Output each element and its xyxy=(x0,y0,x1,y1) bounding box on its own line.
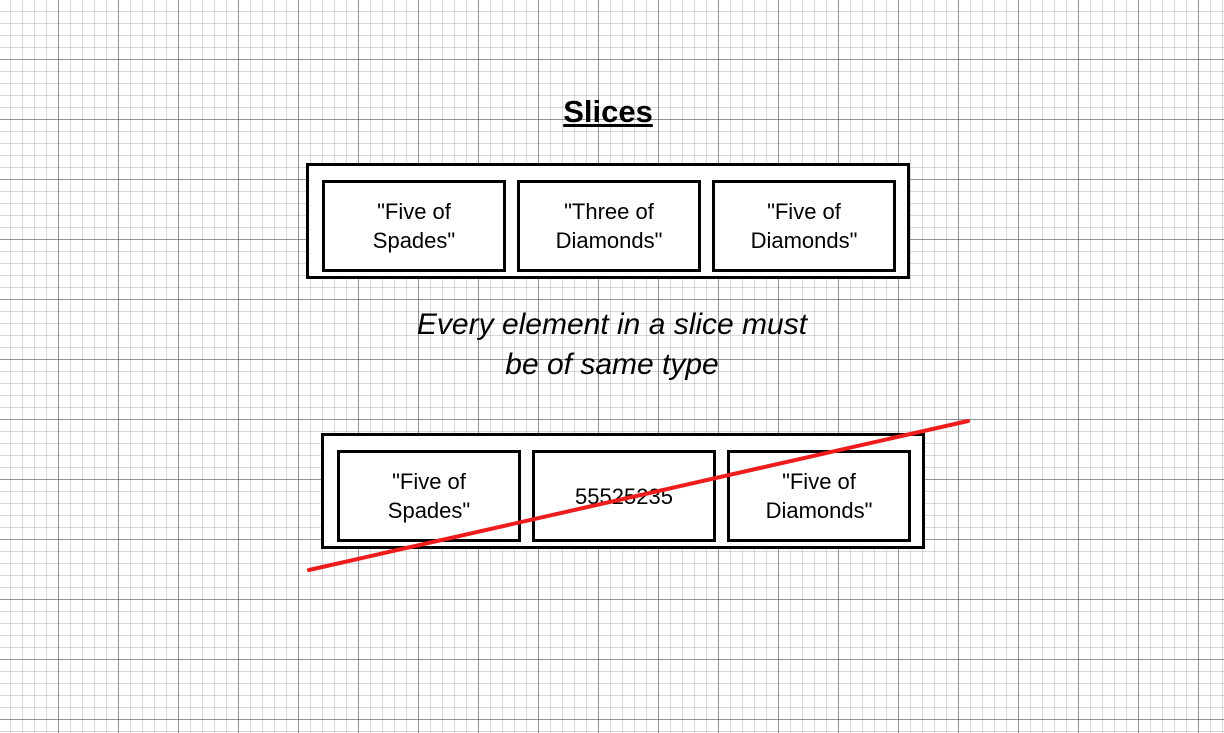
slice-element: "Three of Diamonds" xyxy=(517,180,701,272)
slice-element: "Five of Diamonds" xyxy=(712,180,896,272)
slice-element: "Five of Spades" xyxy=(322,180,506,272)
diagram-title: Slices xyxy=(563,94,653,129)
rule-caption: Every element in a slice must be of same… xyxy=(416,308,808,381)
slice-element: "Five of Spades" xyxy=(337,450,521,542)
invalid-slice: "Five of Spades" 55525235 "Five of Diamo… xyxy=(321,433,925,549)
slice-element: 55525235 xyxy=(532,450,716,542)
valid-slice: "Five of Spades" "Three of Diamonds" "Fi… xyxy=(306,163,910,279)
slice-element: "Five of Diamonds" xyxy=(727,450,911,542)
